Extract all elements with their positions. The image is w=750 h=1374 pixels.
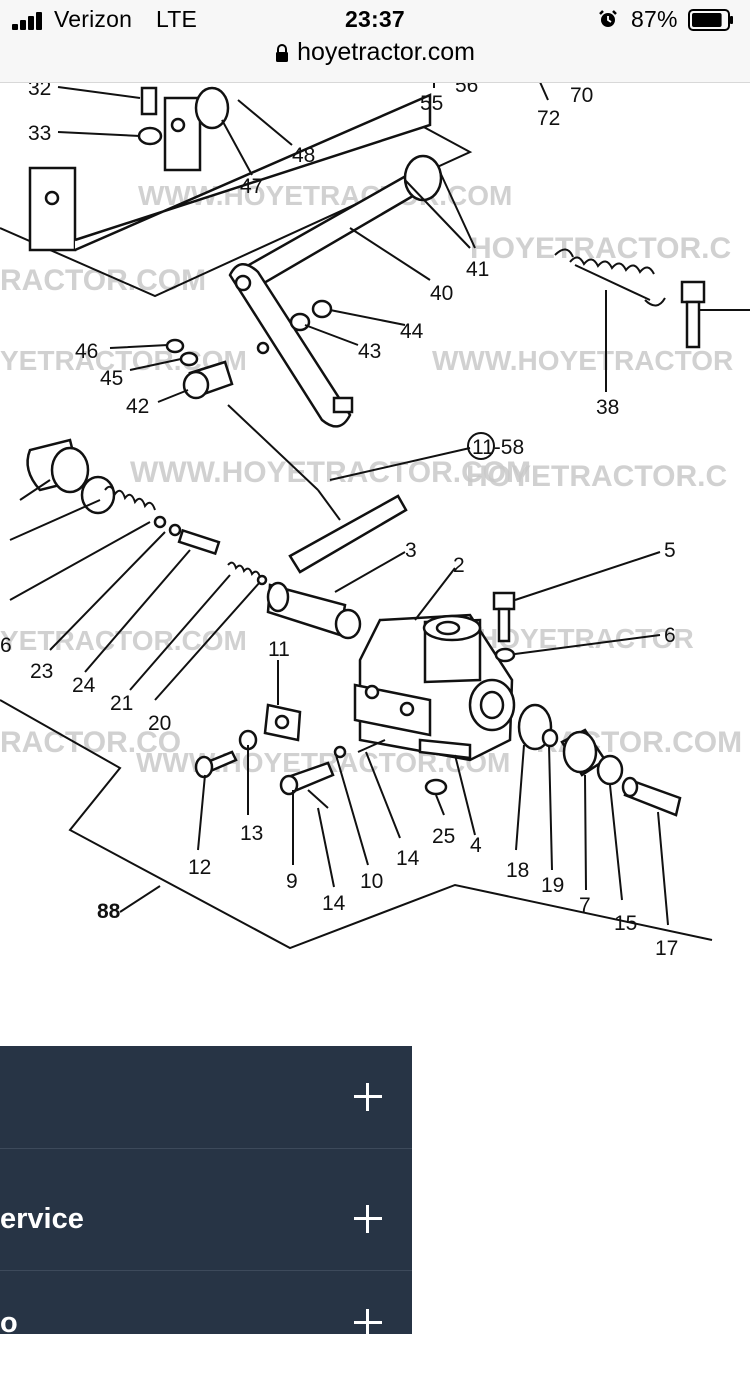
part-number: 14 (396, 847, 420, 870)
watermarks: WWW.HOYETRACTOR.COM HOYETRACTOR.C RACTOR… (0, 180, 742, 778)
part-number: 12 (188, 856, 211, 879)
small-parts (194, 703, 448, 809)
part-number: 15 (614, 912, 637, 935)
rod (227, 404, 408, 574)
part-number: 47 (240, 175, 263, 198)
part-number: 23 (30, 660, 53, 683)
part-number: 6 (664, 624, 676, 647)
menu-item-label: o (0, 1307, 18, 1339)
watermark: HOYETRACTOR.C (466, 460, 727, 493)
url-text: hoyetractor.com (297, 38, 475, 66)
battery-icon (688, 9, 733, 31)
plus-icon[interactable] (354, 1309, 382, 1337)
part-number: 55 (420, 92, 443, 115)
bracket (28, 86, 432, 252)
part-number: 32 (28, 83, 51, 100)
base-outline (0, 124, 713, 950)
network-type: LTE (156, 6, 198, 32)
part-number: 42 (126, 395, 149, 418)
part-number: 38 (596, 396, 619, 419)
part-number: 10 (360, 870, 383, 893)
watermark: RACTOR.COM (0, 264, 206, 297)
carrier-name: Verizon (54, 6, 133, 32)
part-number: 4 (470, 834, 482, 857)
accordion-menu: ervice o (0, 1046, 412, 1339)
part-number: 48 (292, 144, 315, 167)
battery-percent: 87% (631, 6, 678, 32)
menu-item-service[interactable]: ervice (0, 1168, 412, 1271)
spring (554, 248, 750, 349)
watermark: RACTOR.CO (0, 726, 181, 759)
part-number: 20 (148, 712, 171, 735)
part-number: 70 (570, 84, 593, 107)
plus-icon[interactable] (354, 1083, 382, 1111)
watermark: WWW.HOYETRACTOR.COM (130, 456, 531, 489)
alarm-icon (599, 10, 617, 27)
leader-lines (9, 83, 669, 926)
part-number: 3 (405, 539, 417, 562)
part-number: 72 (537, 107, 560, 130)
part-number: 46 (75, 340, 98, 363)
part-number: 14 (322, 892, 346, 915)
menu-item[interactable] (0, 1046, 412, 1149)
status-time: 23:37 (345, 6, 405, 32)
part-number: 9 (286, 870, 298, 893)
battery-fill (692, 13, 722, 27)
part-number: 7 (579, 894, 591, 917)
valve-body (353, 613, 516, 762)
part-number: 11-58 (472, 436, 524, 459)
part-number: 17 (655, 937, 678, 960)
watermark: WWW.HOYETRACTOR (432, 345, 733, 376)
part-number: 24 (72, 674, 96, 697)
part-number: 6 (0, 634, 12, 657)
menu-item[interactable]: o (0, 1272, 412, 1374)
part-number: 45 (100, 367, 123, 390)
watermark: HOYETRACTOR (478, 623, 694, 654)
part-number: 41 (466, 258, 489, 281)
lock-icon (276, 43, 289, 62)
parts-diagram: WWW.HOYETRACTOR.COM HOYETRACTOR.C RACTOR… (0, 83, 750, 1043)
circle-marker (467, 432, 495, 460)
watermark: YETRACTOR.COM (0, 625, 247, 656)
part-number: 18 (506, 859, 529, 882)
part-number: 11 (268, 638, 290, 661)
plus-icon[interactable] (354, 1205, 382, 1233)
part-number: 56 (455, 83, 478, 97)
bolt (492, 591, 516, 663)
part-number: 21 (110, 692, 133, 715)
part-number: 44 (400, 320, 424, 343)
part-number: 40 (430, 282, 453, 305)
part-number: 33 (28, 122, 51, 145)
part-labels: 32 33 47 48 55 56 70 72 41 40 44 43 46 4… (0, 83, 678, 960)
part-number: 19 (541, 874, 564, 897)
valve-left (26, 438, 362, 640)
part-number: 88 (97, 900, 121, 923)
shaft-assembly (228, 154, 443, 428)
part-number: 43 (358, 340, 381, 363)
part-number: 25 (432, 825, 455, 848)
signal-icon (12, 12, 46, 30)
pin (165, 338, 234, 400)
browser-top-bar: Verizon LTE 23:37 87% hoyetractor.com (0, 0, 750, 83)
part-number: 5 (664, 539, 676, 562)
address-bar[interactable]: hoyetractor.com (0, 38, 750, 74)
part-number: 13 (240, 822, 263, 845)
part-number: 2 (453, 554, 465, 577)
fittings-right (517, 703, 682, 817)
menu-item-label: ervice (0, 1203, 84, 1235)
watermark: HOYETRACTOR.C (470, 232, 731, 265)
